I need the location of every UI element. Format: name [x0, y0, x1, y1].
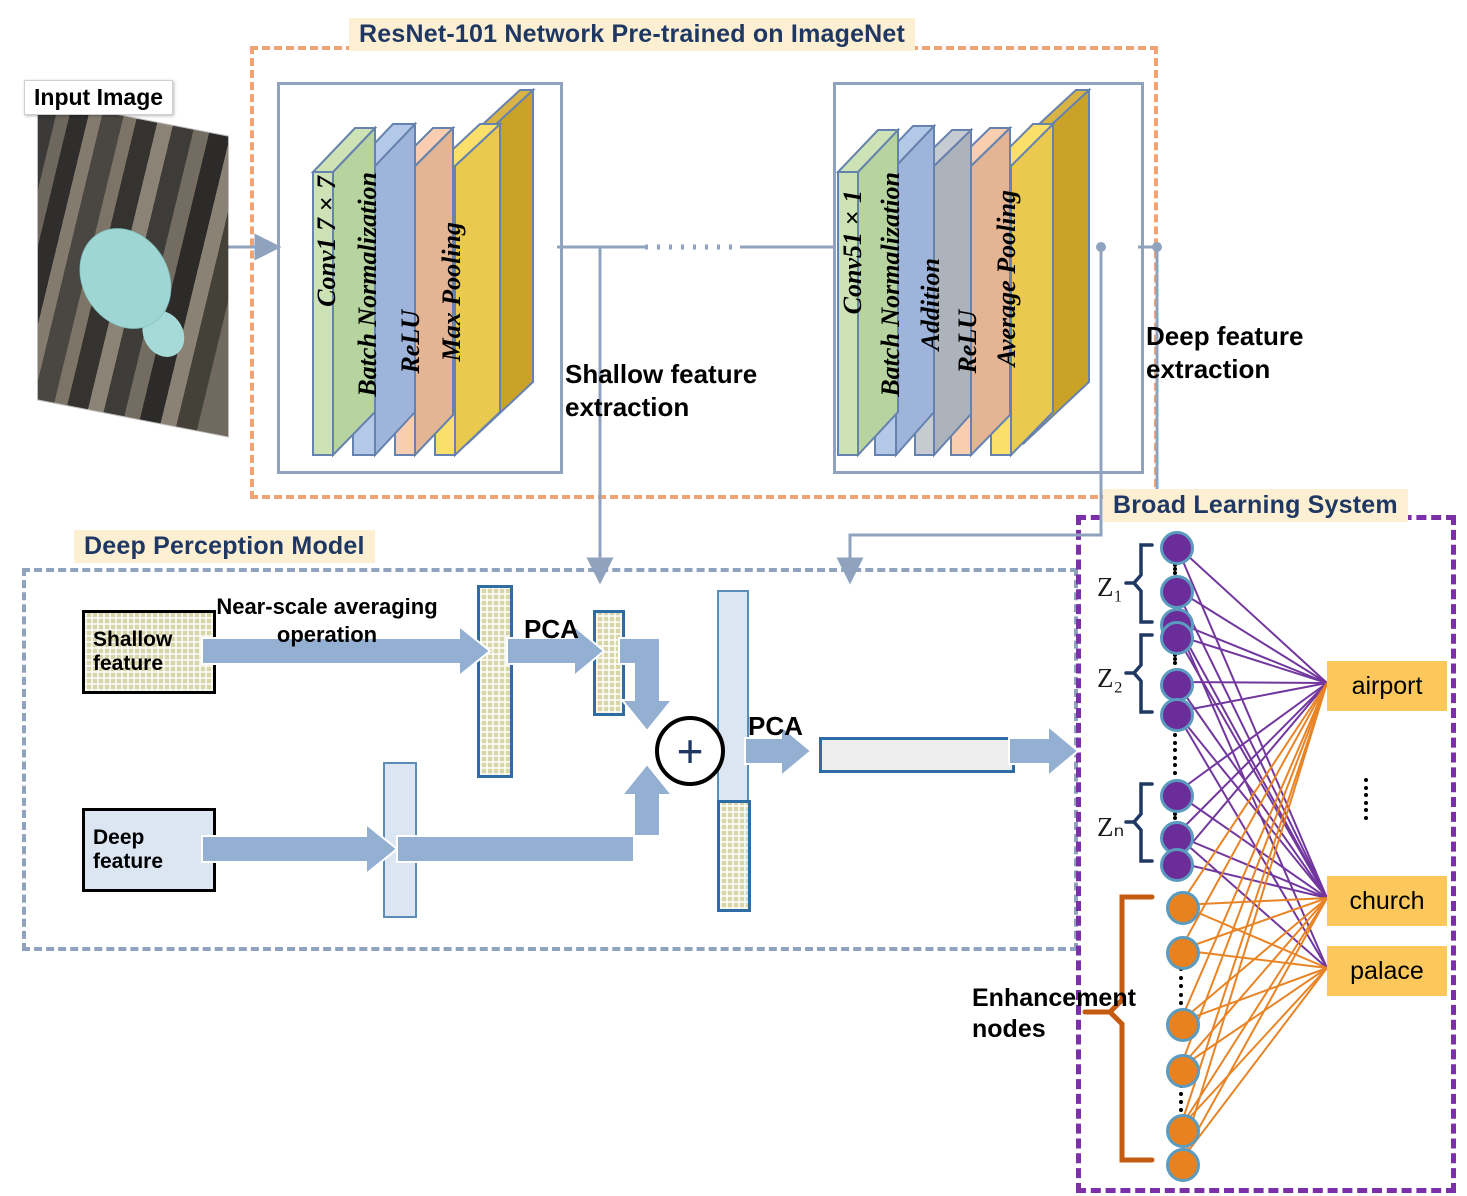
enhancement-nodes-label: Enhancement nodes [972, 984, 1136, 1044]
deep-feature-extraction-label: Deep feature extraction [1146, 321, 1304, 384]
input-image-caption: Input Image [24, 80, 174, 115]
node-ellipsis [1178, 967, 1183, 1005]
enhancement-node[interactable] [1166, 1054, 1200, 1088]
block2-layer-label-conv: Conv51×1 [838, 190, 867, 315]
group-label-z2: Z₂ [1097, 663, 1123, 693]
bls-panel [1076, 515, 1456, 1193]
node-ellipsis [1172, 563, 1177, 575]
group-label-z1: Z₁ [1097, 572, 1123, 602]
deep-perception-panel-title: Deep Perception Model [74, 530, 375, 563]
output-label-airport[interactable]: airport [1327, 661, 1447, 711]
block1-layer-label-pool: Max Pooling [437, 222, 466, 362]
shallow-pooled-bar [477, 585, 513, 778]
output-label-palace[interactable]: palace [1327, 946, 1447, 996]
enhancement-node[interactable] [1166, 1008, 1200, 1042]
concat-bar-upper [717, 590, 749, 806]
shallow-pca-bar [593, 610, 625, 716]
feature-node[interactable] [1160, 531, 1194, 565]
enhancement-node[interactable] [1166, 1148, 1200, 1182]
deep-feature-box: Deep feature [82, 808, 216, 892]
resnet-panel-title: ResNet-101 Network Pre-trained on ImageN… [349, 18, 916, 51]
input-image: Input Image [24, 80, 228, 437]
block2-layer-label-bn: Batch Normalization [876, 172, 905, 397]
block2-layer-label-pool: Average Pooling [992, 190, 1021, 367]
block1-layer-label-conv: Conv1 7×7 [312, 176, 341, 307]
deep-feature-bar [383, 762, 417, 918]
feature-node[interactable] [1160, 779, 1194, 813]
shallow-feature-extraction-label: Shallow feature extraction [565, 359, 758, 422]
shallow-feature-box: Shallow feature [82, 610, 216, 694]
block2-layer-label-relu: ReLU [953, 310, 982, 374]
output-label-church[interactable]: church [1327, 876, 1447, 926]
group-label-zn: Zₙ [1097, 812, 1125, 842]
pca-label-1: PCA [524, 614, 579, 644]
node-ellipsis [1178, 1084, 1183, 1112]
node-ellipsis [1172, 653, 1177, 665]
block2-layer-label-add: Addition [916, 258, 945, 351]
enhancement-node[interactable] [1166, 936, 1200, 970]
feature-node[interactable] [1160, 698, 1194, 732]
fusion-sum-symbol: + [676, 725, 704, 777]
concat-bar-lower [717, 800, 751, 912]
bls-panel-title: Broad Learning System [1103, 489, 1408, 522]
final-feature-bar [819, 737, 1015, 773]
feature-node[interactable] [1160, 575, 1194, 609]
input-image-thumbnail [38, 99, 228, 437]
fusion-sum-node[interactable]: + [655, 716, 725, 786]
feature-node[interactable] [1160, 621, 1194, 655]
block1-layer-label-relu: ReLU [396, 310, 425, 374]
pca-label-2: PCA [748, 711, 803, 741]
feature-node[interactable] [1160, 848, 1194, 882]
node-ellipsis [1172, 733, 1177, 775]
block1-layer-label-bn: Batch Normalization [353, 172, 382, 397]
feature-node[interactable] [1160, 668, 1194, 702]
enhancement-node[interactable] [1166, 891, 1200, 925]
near-scale-averaging-label: Near-scale averaging operation [216, 594, 438, 647]
output-ellipsis [1363, 778, 1368, 820]
enhancement-node[interactable] [1166, 1114, 1200, 1148]
